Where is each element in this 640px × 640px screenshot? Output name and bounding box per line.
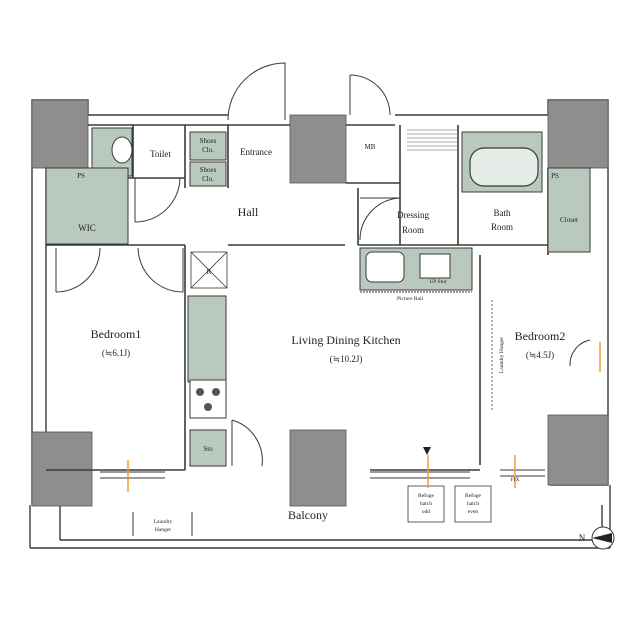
triangle-marker xyxy=(423,447,431,455)
shoes-closet-top-line2: Clo. xyxy=(202,146,214,154)
shelf-hatch xyxy=(407,129,458,151)
ps-left-label: PS xyxy=(77,172,85,180)
bedroom1-size: (≒6.1J) xyxy=(102,348,130,358)
dressing-room-line2: Room xyxy=(402,225,424,235)
refuge-left-line3: odd xyxy=(422,509,431,515)
refuge-hatches xyxy=(407,485,492,523)
balcony-label: Balcony xyxy=(288,508,328,522)
refuge-left-line1: Refuge xyxy=(418,492,434,499)
sto-label: Sto xyxy=(203,445,213,453)
ldk-name: Living Dining Kitchen xyxy=(291,333,400,347)
shoes-closet-bottom-line1: Shoes xyxy=(200,166,217,174)
fix-label: FIX xyxy=(511,477,520,483)
washing-machine xyxy=(419,253,451,279)
dressing-room-line1: Dressing xyxy=(397,210,429,220)
accent-markers xyxy=(127,342,601,492)
fridge-r-label: R xyxy=(207,268,212,276)
hall-label: Hall xyxy=(238,205,259,219)
bath-room-line1: Bath xyxy=(494,208,511,218)
balcony-hanger-posts xyxy=(132,512,193,536)
balcony-laundry-line2: Hanger xyxy=(155,527,171,533)
ps-right-label: PS xyxy=(551,172,559,180)
washbasin xyxy=(365,251,405,283)
bedroom2-size: (≒4.5J) xyxy=(526,350,554,360)
bedroom2-name: Bedroom2 xyxy=(515,329,566,343)
refuge-left-line2: hatch xyxy=(420,501,432,507)
refuge-right-line1: Refuge xyxy=(465,492,481,499)
toilet-label: Toilet xyxy=(150,149,171,159)
bathtub xyxy=(469,147,539,187)
refuge-right-line3: even xyxy=(468,509,479,515)
compass-label: N xyxy=(579,533,586,543)
doors xyxy=(55,62,591,467)
windows xyxy=(100,469,545,479)
ldk-size: (≒10.2J) xyxy=(330,354,363,364)
entrance-label: Entrance xyxy=(240,147,272,157)
closet-label: Closet xyxy=(560,216,578,224)
storage-box xyxy=(189,429,227,467)
mb-label: MB xyxy=(365,143,376,151)
toilet-bowl xyxy=(111,136,133,164)
bedroom1-name: Bedroom1 xyxy=(91,327,142,341)
bath-room-line2: Room xyxy=(491,222,513,232)
shoes-closet-top-line1: Shoes xyxy=(200,137,217,145)
columns xyxy=(31,99,609,507)
picture-rail-label: Picture Rail xyxy=(397,296,424,302)
laundry-hanger-vertical: Laundry Hanger xyxy=(499,337,505,373)
shoes-closet-bottom-line2: Clo. xyxy=(202,175,214,183)
up-stor-label: UP Stor xyxy=(429,279,447,285)
stove xyxy=(189,379,227,419)
fridge-space xyxy=(190,251,228,289)
inner-walls xyxy=(46,124,549,471)
refuge-right-line2: hatch xyxy=(467,501,479,507)
compass: N xyxy=(579,526,615,550)
balcony-laundry-line1: Laundry xyxy=(154,519,173,525)
wic-label: WIC xyxy=(78,223,96,233)
